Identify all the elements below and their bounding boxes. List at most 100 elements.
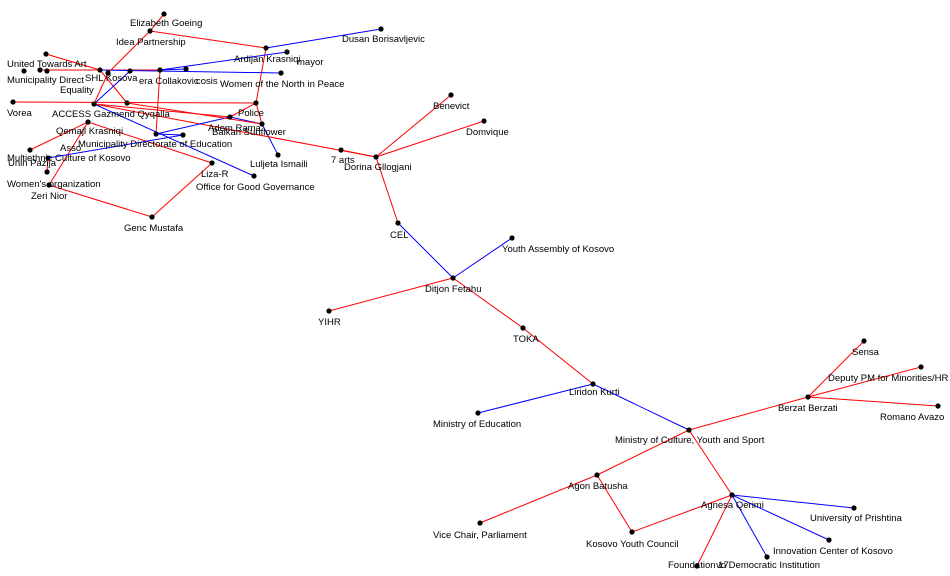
- label-women-north-peace: Women of the North in Peace: [220, 79, 344, 90]
- edge-police-adem_rama: [229, 102, 257, 118]
- edge-berzat_berzati-deputy_pm: [807, 366, 922, 398]
- node-ditjon-fetahu[interactable]: [450, 275, 456, 281]
- node-luljeta-ismaili[interactable]: [275, 152, 281, 158]
- node-youth-assembly[interactable]: [509, 235, 515, 241]
- label-liridon-kurti: Liridon Kurti: [569, 387, 620, 398]
- node-foundation-17[interactable]: [694, 563, 700, 569]
- node-office-good-gov[interactable]: [251, 173, 257, 179]
- node-agon-batusha[interactable]: [594, 472, 600, 478]
- node-police[interactable]: [253, 100, 259, 106]
- label-assoc: Asso: [60, 143, 81, 154]
- node-liridon-kurti[interactable]: [590, 381, 596, 387]
- node-democratic-institution[interactable]: [764, 554, 770, 560]
- node-qemajl-krasniqi[interactable]: [85, 119, 91, 125]
- edge-era_collakovic-mayor: [159, 51, 288, 71]
- node-berzat-berzati[interactable]: [805, 394, 811, 400]
- label-united-towards-art: United Towards Art: [7, 59, 87, 70]
- node-ardijan-krasniqi[interactable]: [263, 45, 269, 51]
- label-dorina-gllogjani: Dorina Gllogjani: [344, 162, 412, 173]
- node-cosis[interactable]: [183, 66, 189, 72]
- node-7arts[interactable]: [338, 147, 344, 153]
- label-municipality-direct: Municipality Direct: [7, 75, 84, 86]
- node-adem-rama[interactable]: [227, 114, 233, 120]
- node-ministry-culture[interactable]: [686, 427, 692, 433]
- node-junction-1[interactable]: [127, 68, 133, 74]
- node-dorina-gllogjani[interactable]: [373, 154, 379, 160]
- label-sensa: Sensa: [852, 347, 880, 358]
- label-genc-mustafa: Genc Mustafa: [124, 223, 184, 234]
- label-deputy-pm: Deputy PM for Minorities/HR: [828, 373, 949, 384]
- node-vorea[interactable]: [10, 99, 16, 105]
- node-mayor[interactable]: [284, 49, 290, 55]
- edge-qemajl_krasniqi-zeri_nior: [48, 121, 89, 186]
- node-sensa[interactable]: [861, 338, 867, 344]
- node-innovation-center[interactable]: [826, 537, 832, 543]
- node-united-towards-art[interactable]: [43, 51, 49, 57]
- label-benevict: Benevict: [433, 101, 470, 112]
- node-layer: [10, 11, 941, 569]
- node-idea-partnership[interactable]: [147, 28, 153, 34]
- label-shl-kosova: SHL Kosova: [85, 73, 138, 84]
- node-junction-0[interactable]: [124, 100, 130, 106]
- label-toka: TOKA: [513, 334, 539, 345]
- edge-ministry_culture-agnesa_qerimi: [688, 429, 733, 496]
- edge-united_towards_art-shl_kosova: [45, 53, 101, 71]
- label-vorea: Vorea: [7, 108, 33, 119]
- node-cel[interactable]: [395, 220, 401, 226]
- label-cel: CEL: [390, 230, 408, 241]
- edge-liridon_kurti-ministry_culture: [592, 383, 690, 431]
- edge-balkan_sunflower-luljeta_ismaili: [261, 123, 279, 156]
- node-yihr[interactable]: [326, 308, 332, 314]
- edge-ditjon_fetahu-youth_assembly: [452, 237, 513, 279]
- label-balkan-sunflower: Balkan Sunflower: [212, 127, 286, 138]
- node-elizabeth-goeing[interactable]: [161, 11, 167, 17]
- node-genc-mustafa[interactable]: [149, 214, 155, 220]
- label-office-good-gov: Office for Good Governance: [196, 182, 315, 193]
- edge-junction-2: [93, 70, 131, 105]
- label-idea-partnership: Idea Partnership: [116, 37, 186, 48]
- node-equality[interactable]: [105, 70, 111, 76]
- node-university-prishtina[interactable]: [851, 505, 857, 511]
- edge-junction-1: [126, 102, 263, 125]
- node-benevict[interactable]: [448, 92, 454, 98]
- node-kosovo-youth-council[interactable]: [629, 529, 635, 535]
- node-balkan-sunflower[interactable]: [259, 121, 265, 127]
- node-junction-2[interactable]: [44, 68, 50, 74]
- node-junction-3[interactable]: [21, 68, 27, 74]
- label-youth-assembly: Youth Assembly of Kosovo: [502, 244, 614, 255]
- node-deputy-pm[interactable]: [918, 364, 924, 370]
- node-access-gazmend[interactable]: [91, 101, 97, 107]
- label-agon-batusha: Agon Batusha: [568, 481, 628, 492]
- edge-ditjon_fetahu-toka: [452, 277, 524, 329]
- node-assoc[interactable]: [27, 147, 33, 153]
- node-shl-kosova[interactable]: [97, 67, 103, 73]
- node-unin-pazija[interactable]: [45, 155, 51, 161]
- edge-berzat_berzati-romano_avazo: [807, 396, 939, 407]
- label-romano-avazo: Romano Avazo: [880, 412, 944, 423]
- edge-idea_partnership-ardijan_krasniqi: [149, 30, 267, 49]
- label-multiethnic-culture: Multiethnic Culture of Kosovo: [7, 153, 131, 164]
- node-romano-avazo[interactable]: [935, 403, 941, 409]
- node-women-north-peace[interactable]: [278, 70, 284, 76]
- node-ministry-education[interactable]: [475, 410, 481, 416]
- label-ditjon-fetahu: Ditjon Fetahu: [425, 284, 482, 295]
- node-multiethnic-culture[interactable]: [180, 132, 186, 138]
- edge-zeri_nior-genc_mustafa: [48, 184, 153, 218]
- node-zeri-nior[interactable]: [46, 182, 52, 188]
- node-toka[interactable]: [520, 325, 526, 331]
- edge-idea_partnership-equality: [107, 30, 151, 74]
- node-dusan-borisavljevic[interactable]: [378, 26, 384, 32]
- node-agnesa-qerimi[interactable]: [729, 492, 735, 498]
- label-zeri-nior: Zeri Nior: [31, 191, 67, 202]
- edge-agnesa_qerimi-kosovo_youth_council: [631, 494, 733, 533]
- node-vice-chair[interactable]: [477, 520, 483, 526]
- node-era-collakovic[interactable]: [157, 67, 163, 73]
- node-municipality-edu[interactable]: [153, 131, 159, 137]
- node-domvique[interactable]: [481, 118, 487, 124]
- label-ministry-education: Ministry of Education: [433, 419, 521, 430]
- edge-ardijan_krasniqi-police: [255, 47, 267, 104]
- node-municipality-direct[interactable]: [37, 67, 43, 73]
- node-womens-org[interactable]: [44, 169, 50, 175]
- node-liza-r[interactable]: [209, 160, 215, 166]
- edge-multiethnic_culture-unin_pazija: [47, 134, 184, 159]
